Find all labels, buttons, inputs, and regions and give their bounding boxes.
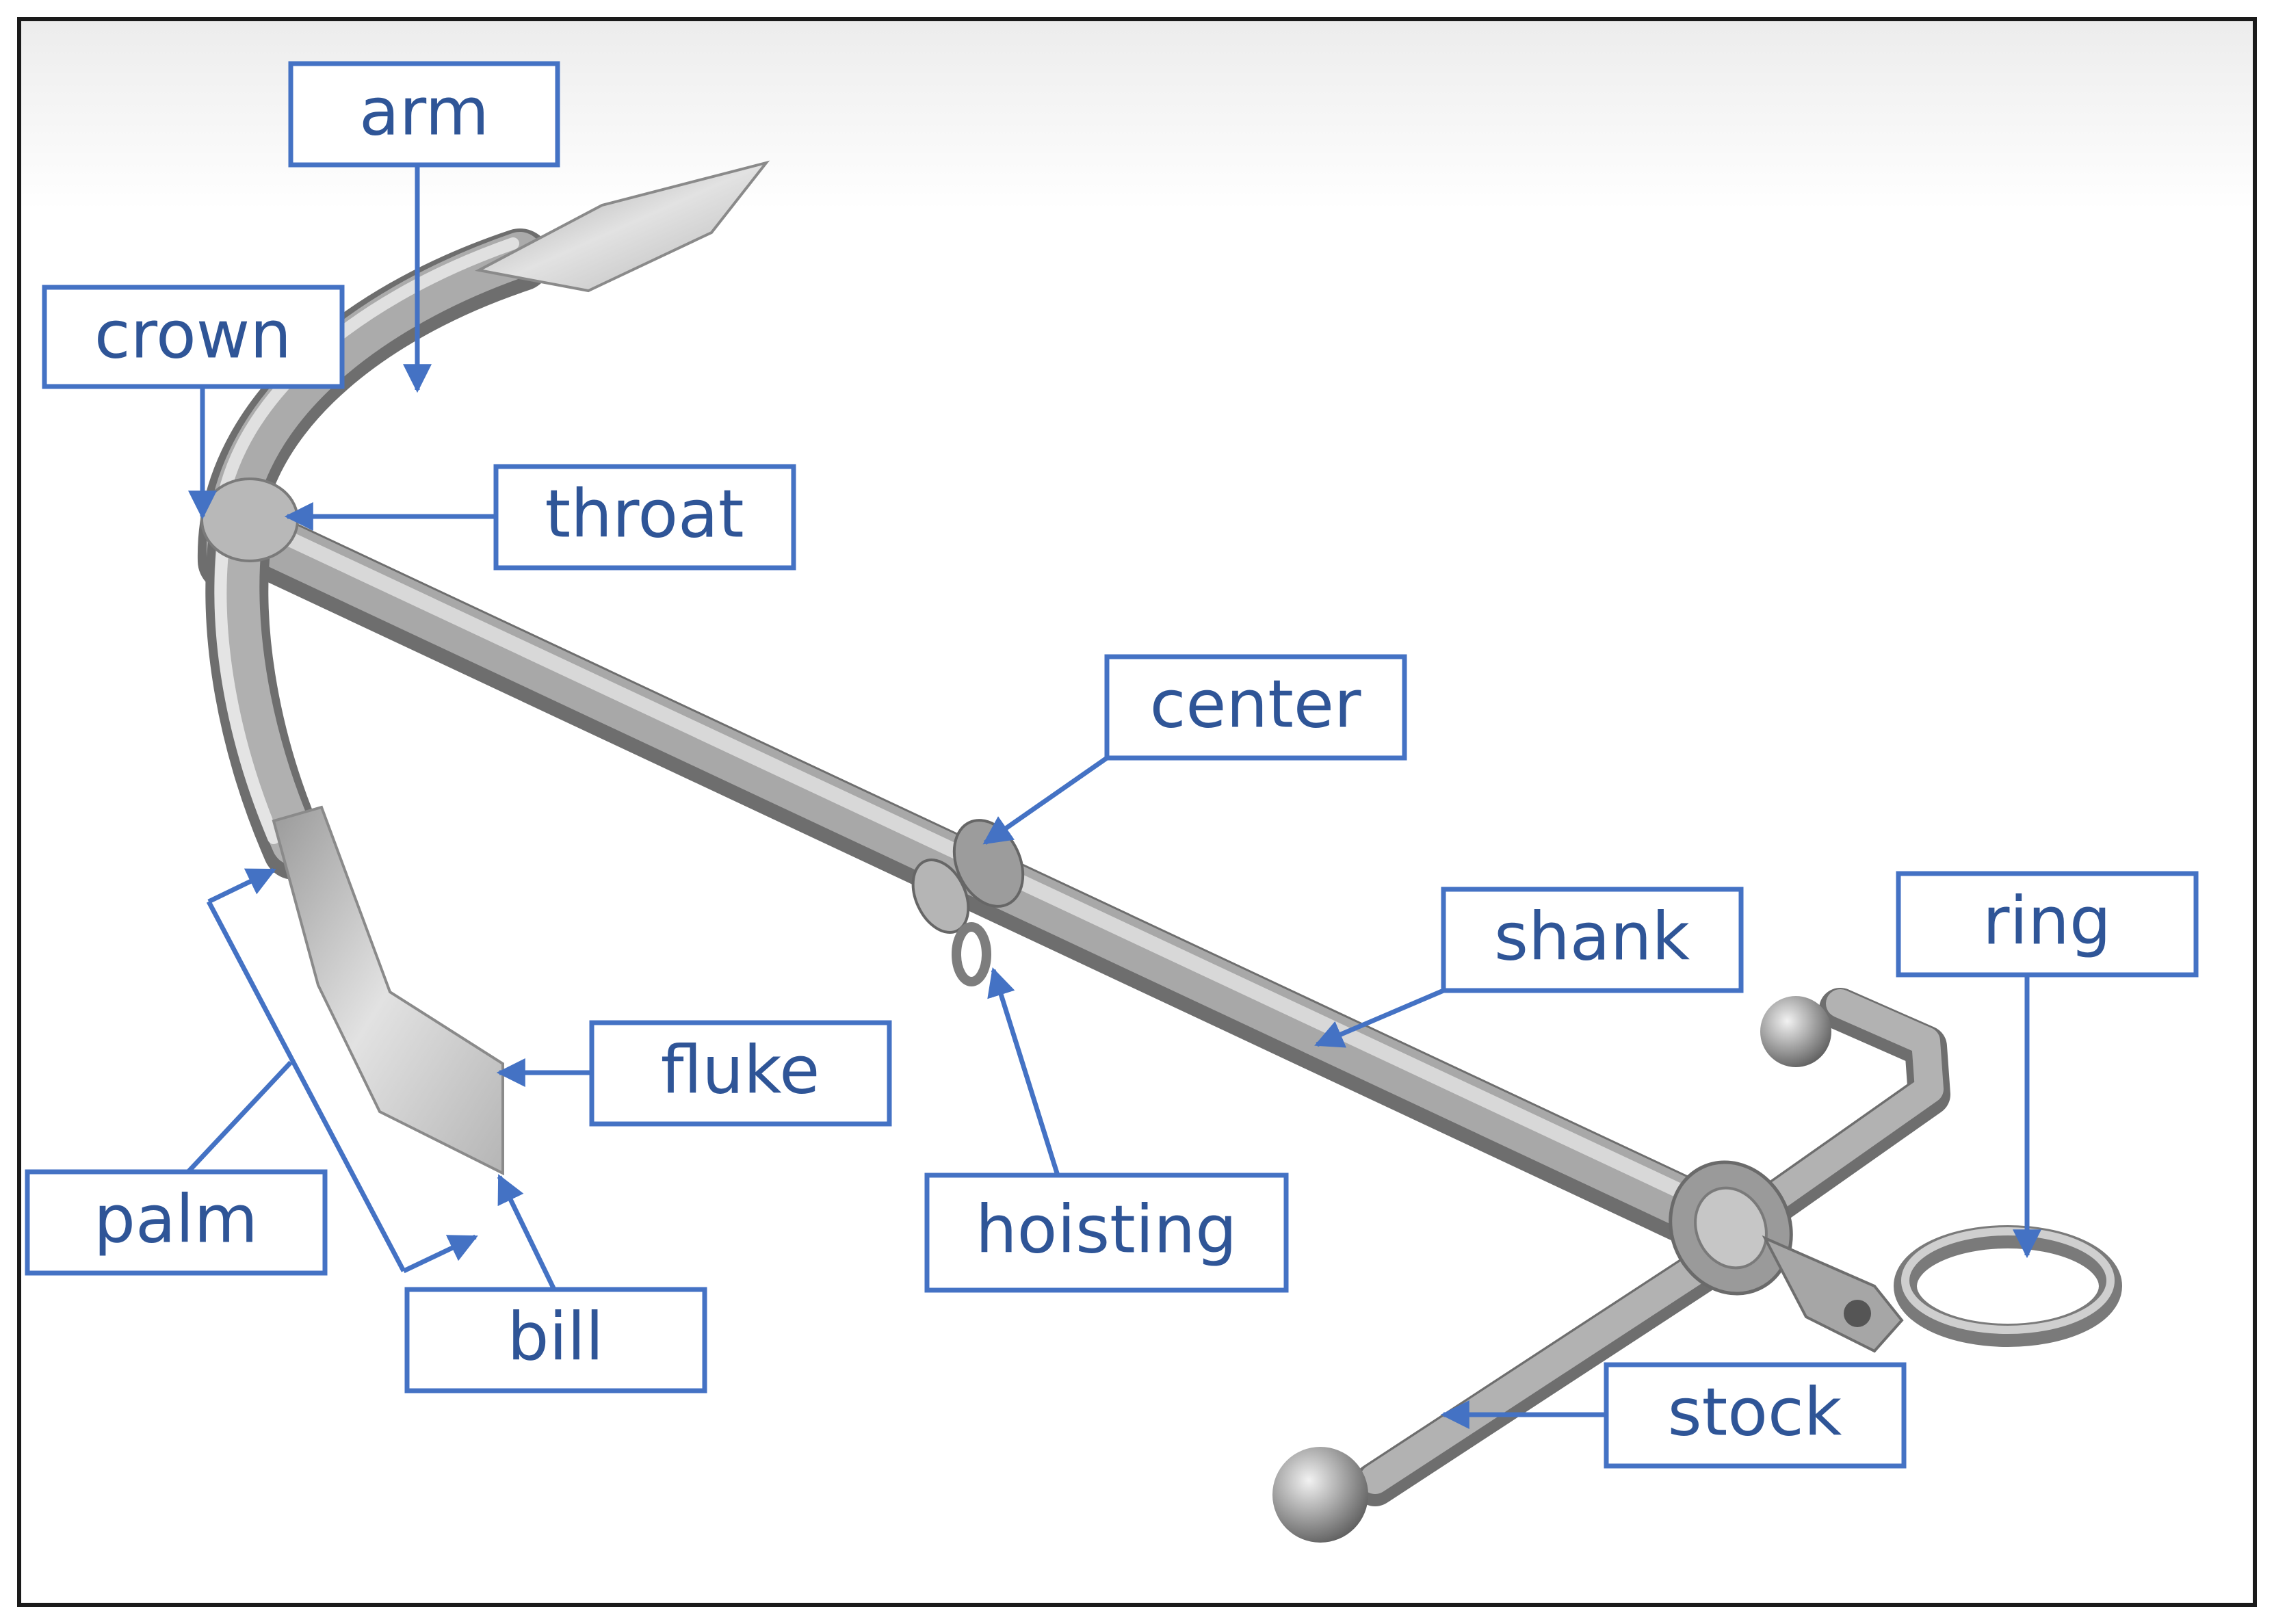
label-shank: shank xyxy=(1441,887,1744,993)
label-palm: palm xyxy=(25,1169,328,1276)
label-arm: arm xyxy=(288,61,560,168)
label-bill-text: bill xyxy=(508,1298,604,1375)
label-fluke: fluke xyxy=(589,1020,892,1127)
label-throat: throat xyxy=(493,464,796,571)
label-hoisting-text: hoisting xyxy=(976,1191,1237,1268)
palm-bracket-line xyxy=(206,900,406,1272)
hoisting-leader xyxy=(987,967,1060,1177)
label-throat-text: throat xyxy=(545,475,744,552)
lower-fluke-blade xyxy=(272,805,504,1176)
label-arm-text: arm xyxy=(359,73,489,150)
label-palm-text: palm xyxy=(94,1181,258,1257)
label-crown-text: crown xyxy=(94,296,291,373)
label-fluke-text: fluke xyxy=(661,1032,820,1108)
bill-leader xyxy=(497,1174,557,1291)
label-center-text: center xyxy=(1150,666,1361,742)
anchor-illustration xyxy=(197,160,2122,1543)
center-leader xyxy=(982,756,1109,845)
label-ring-text: ring xyxy=(1983,882,2111,959)
upper-fluke-blade xyxy=(474,160,770,293)
label-hoisting: hoisting xyxy=(924,1173,1289,1293)
palm-bracket-top xyxy=(207,867,276,904)
palm-bracket-bottom xyxy=(402,1234,478,1274)
palm-leader xyxy=(186,1060,293,1174)
label-stock: stock xyxy=(1604,1362,1907,1469)
label-crown: crown xyxy=(42,285,345,389)
diagram-frame xyxy=(17,17,2257,1607)
shank-head xyxy=(1669,1160,1904,1353)
label-bill: bill xyxy=(404,1287,707,1393)
stock-bar xyxy=(1272,988,1950,1543)
label-shank-text: shank xyxy=(1494,898,1690,975)
leader-lines xyxy=(186,164,2041,1429)
label-center: center xyxy=(1104,654,1407,761)
label-ring: ring xyxy=(1896,871,2199,978)
label-stock-text: stock xyxy=(1668,1374,1842,1450)
crown-knuckle xyxy=(200,477,299,562)
shank-leader xyxy=(1314,988,1445,1048)
